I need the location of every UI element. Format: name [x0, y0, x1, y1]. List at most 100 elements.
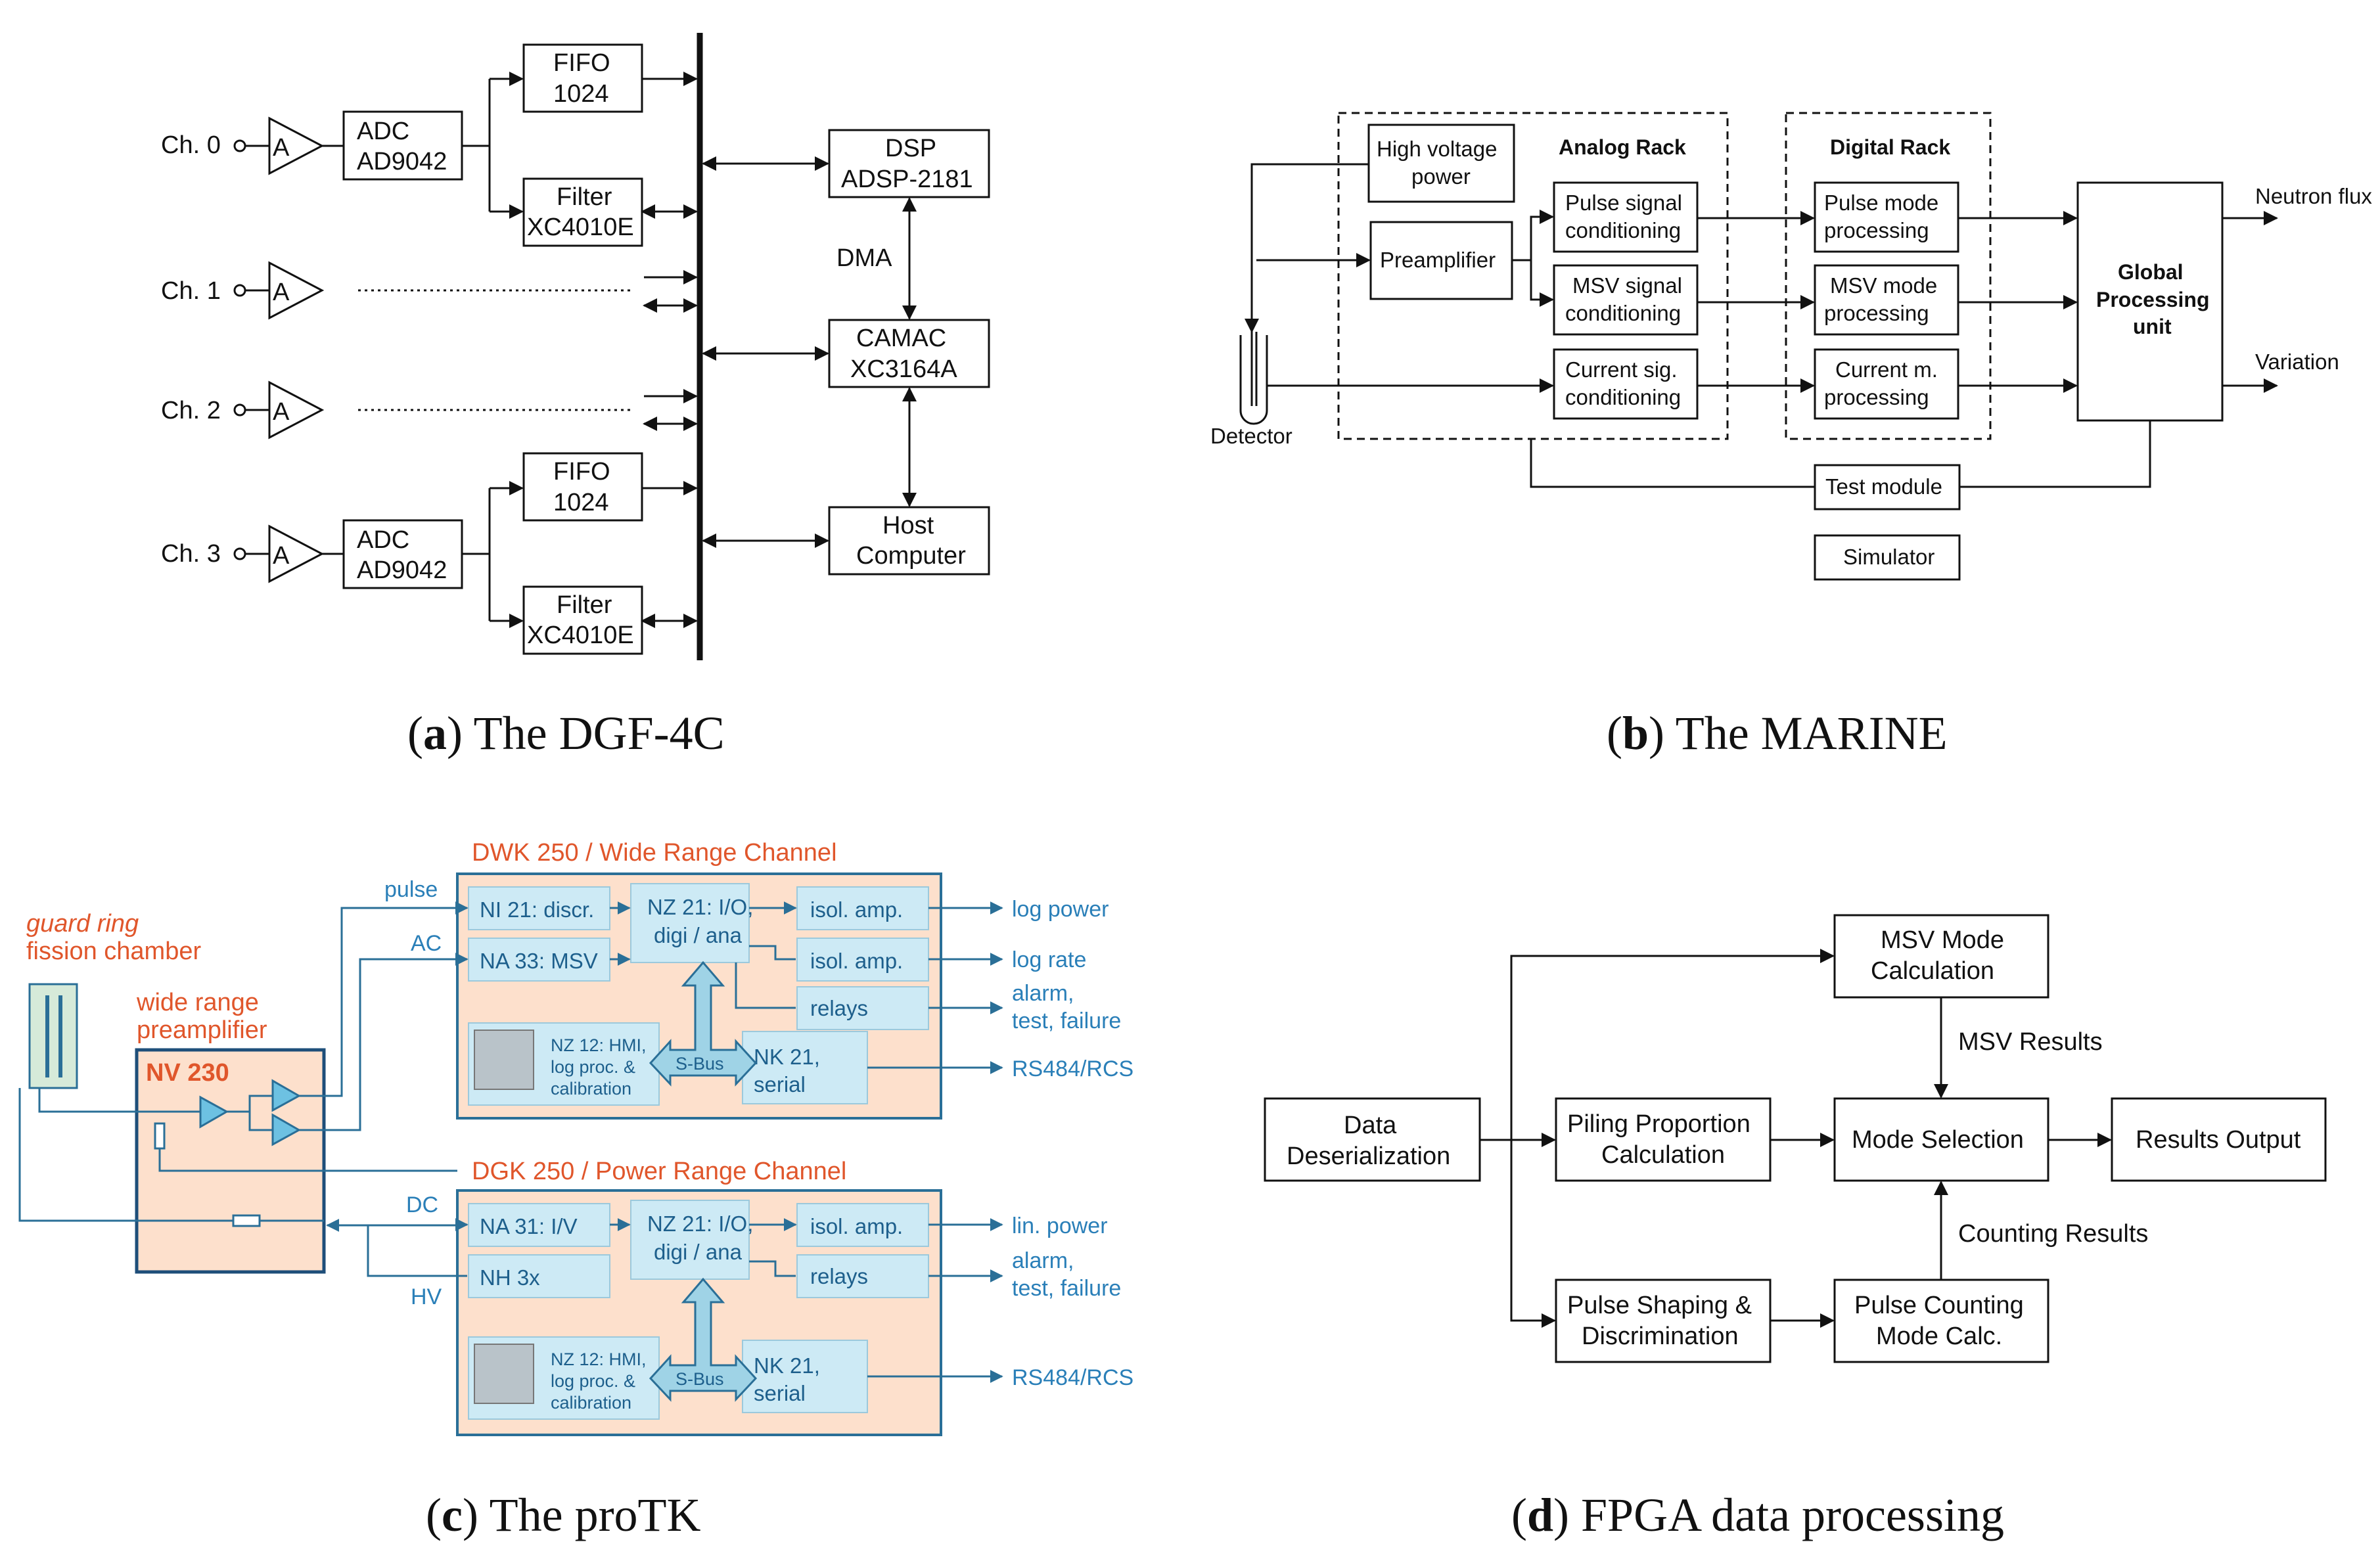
- nk21-module-a: [742, 1031, 868, 1104]
- nz12a-line3: calibration: [551, 1079, 631, 1099]
- sbus-a-label: S-Bus: [675, 1054, 724, 1074]
- nz21a-line1: NZ 21: I/O,: [647, 895, 753, 919]
- panel-a-dgf4c: Ch. 0 Ch. 1 Ch. 2 Ch. 3 A A A A ADC AD90: [161, 33, 990, 759]
- detector-label: Detector: [1210, 424, 1293, 448]
- marine-connectors: [1245, 163, 2278, 488]
- digital-rack-label: Digital Rack: [1830, 135, 1950, 159]
- adc-top-line2: AD9042: [357, 148, 447, 175]
- amplifier-triangles: [268, 116, 325, 583]
- fifo-bottom-line1: FIFO: [553, 458, 610, 486]
- isol-module-b: [796, 1203, 929, 1247]
- host-box: [828, 506, 990, 576]
- fission-chamber-icon: [28, 983, 78, 1089]
- nh3x-label: NH 3x: [480, 1265, 540, 1290]
- panel-c-protk: DWK 250 / Wide Range Channel DGK 250 / P…: [18, 839, 1133, 1541]
- dgk-title: DGK 250 / Power Range Channel: [472, 1158, 846, 1185]
- filter-bottom-line2: XC4010E: [527, 622, 634, 649]
- guard-ring-line2: fission chamber: [26, 938, 201, 965]
- lin-power-label: lin. power: [1012, 1213, 1108, 1238]
- fpga-connectors: [1480, 949, 2112, 1328]
- isol-module-a2: [796, 938, 929, 982]
- nv230-box: [135, 1048, 326, 1274]
- piling-proportion-box: [1555, 1097, 1772, 1182]
- ppc-line1: Piling Proportion: [1567, 1110, 1751, 1138]
- nz21b-line1: NZ 21: I/O,: [647, 1212, 753, 1236]
- nz12a-line2: log proc. &: [551, 1057, 635, 1077]
- hv-power-box: [1367, 124, 1515, 203]
- nk21b-line2: serial: [754, 1381, 806, 1405]
- caption-d: (d) FPGA data processing: [1511, 1489, 2004, 1541]
- caption-c: (c) The proTK: [426, 1489, 701, 1541]
- host-line2: Computer: [856, 542, 966, 570]
- isol-a2-label: isol. amp.: [810, 949, 903, 973]
- nz21a-line2: digi / ana: [654, 923, 743, 947]
- variation-label: Variation: [2255, 350, 2339, 374]
- fifo-box-top: [522, 43, 643, 113]
- fifo-top-line1: FIFO: [553, 49, 610, 77]
- nk21a-line1: NK 21,: [754, 1045, 820, 1069]
- results-output-box: [2111, 1097, 2327, 1182]
- ch1-label: Ch. 1: [161, 277, 221, 305]
- fifo-bottom-line2: 1024: [553, 489, 609, 516]
- nz12a-line1: NZ 12: HMI,: [551, 1035, 647, 1055]
- pulse-mode-box: [1814, 181, 1959, 253]
- pmp-line2: processing: [1824, 218, 1929, 242]
- results-output-label: Results Output: [2136, 1126, 2301, 1154]
- dd-line2: Deserialization: [1287, 1143, 1450, 1170]
- adc-box-top: [342, 110, 463, 181]
- nz21b-line2: digi / ana: [654, 1240, 743, 1264]
- hv-line2: power: [1411, 164, 1471, 189]
- guard-ring-line1: guard ring: [26, 910, 139, 938]
- alarm-a-line1: alarm,: [1012, 981, 1074, 1006]
- na31-label: NA 31: I/V: [480, 1214, 578, 1238]
- sbus-arrow-a: [649, 961, 758, 1087]
- amp-label-3: A: [273, 542, 290, 570]
- relays-b-label: relays: [810, 1264, 868, 1288]
- counting-results-label: Counting Results: [1958, 1220, 2148, 1248]
- wrp-line2: preamplifier: [137, 1016, 267, 1044]
- wrp-line1: wide range: [136, 989, 259, 1016]
- dma-label: DMA: [836, 244, 892, 272]
- amp-label-2: A: [273, 398, 290, 426]
- relays-module-a: [796, 986, 929, 1030]
- analog-rack-label: Analog Rack: [1559, 135, 1686, 159]
- msv-line1: MSV Mode: [1881, 926, 2004, 954]
- dd-line1: Data: [1344, 1112, 1397, 1139]
- rs484-b-label: RS484/RCS: [1012, 1365, 1133, 1390]
- msc-line1: MSV signal: [1572, 273, 1682, 298]
- msv-signal-box: [1553, 264, 1699, 336]
- psd-line1: Pulse Shaping &: [1567, 1292, 1752, 1319]
- preamplifier-box: [1369, 221, 1513, 300]
- global-processing-box: [2076, 181, 2224, 422]
- amp-label-0: A: [273, 134, 290, 162]
- panel-d-fpga: Data Deserialization MSV Mode Calculatio…: [1264, 914, 2327, 1541]
- gpu-line2: Processing: [2096, 288, 2210, 311]
- pmp-line1: Pulse mode: [1824, 191, 1938, 215]
- pulse-counting-box: [1833, 1279, 2049, 1363]
- caption-b: (b) The MARINE: [1607, 707, 1948, 759]
- alarm-b-line1: alarm,: [1012, 1248, 1074, 1273]
- input-circles: [233, 139, 269, 560]
- filter-top-line1: Filter: [557, 183, 612, 211]
- current-signal-box: [1553, 348, 1699, 420]
- relays-a-label: relays: [810, 996, 868, 1020]
- dsp-box: [828, 129, 990, 198]
- sbus-b-label: S-Bus: [675, 1369, 724, 1389]
- alarm-a-line2: test, failure: [1012, 1008, 1121, 1033]
- msv-mode-box: [1814, 264, 1959, 336]
- data-deserialization-box: [1264, 1097, 1481, 1182]
- psc-line2: conditioning: [1565, 218, 1681, 242]
- panel-b-marine: Analog Rack Digital Rack High voltage po…: [1210, 112, 2372, 759]
- nh3x-module: [468, 1254, 610, 1298]
- ppc-line2: Calculation: [1601, 1141, 1725, 1169]
- mmp-line1: MSV mode: [1830, 273, 1937, 298]
- camac-line2: XC3164A: [850, 355, 957, 383]
- msv-line2: Calculation: [1871, 957, 1994, 985]
- hmi-panel-icon: [474, 1030, 534, 1090]
- ni21-label: NI 21: discr.: [480, 897, 594, 922]
- csc-line2: conditioning: [1565, 385, 1681, 409]
- cmp-line2: processing: [1824, 385, 1929, 409]
- nz21-module-b: [630, 1200, 750, 1280]
- ch0-label: Ch. 0: [161, 131, 221, 159]
